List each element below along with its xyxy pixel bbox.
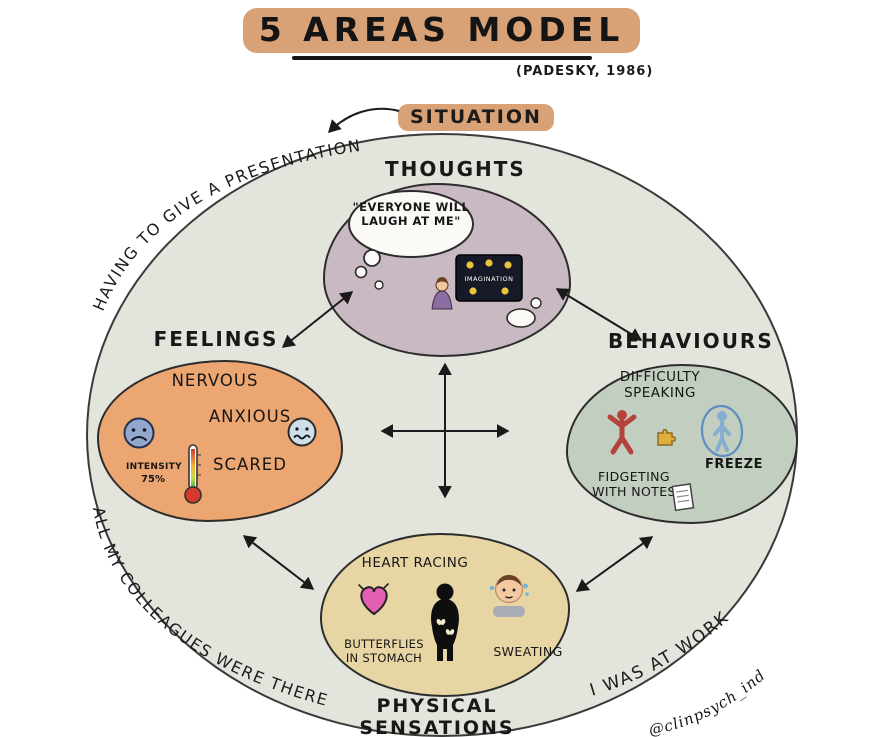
imagination-screen-label: IMAGINATION [465, 275, 514, 283]
fidgeting-person-icon [603, 408, 641, 460]
imagination-screen: IMAGINATION [428, 253, 528, 319]
sweating-face-icon [487, 568, 531, 622]
behaviours-item-freeze: FREEZE [705, 457, 763, 472]
page-title: 5 AREAS MODEL [0, 8, 883, 60]
sad-face-icon [122, 416, 156, 454]
imagination-screen-graphic: IMAGINATION [431, 254, 523, 310]
thought-bubble-text: "EVERYONE WILL LAUGH AT ME" [352, 200, 470, 228]
behaviours-item-fidgeting-with-notes: FIDGETING WITH NOTES [592, 469, 676, 499]
situation-arrow [328, 107, 400, 133]
subtitle: (PADESKY, 1986) [516, 64, 654, 79]
butterflies-silhouette-icon [418, 582, 472, 670]
physical-item-sweating: SWEATING [493, 644, 563, 659]
feelings-item-scared: SCARED [213, 455, 287, 474]
feelings-label: FEELINGS [153, 327, 279, 351]
title-underline [291, 56, 592, 60]
credit-handle: @clinpsych_ind [647, 666, 769, 737]
intensity-label: INTENSITY [126, 462, 182, 472]
feelings-item-nervous: NERVOUS [171, 371, 259, 390]
thermometer-icon [180, 441, 206, 509]
physical-sensations-label: PHYSICAL SENSATIONS [359, 695, 515, 737]
intensity-value: 75% [141, 474, 165, 485]
presenter-icon [431, 277, 453, 310]
notes-icon [670, 482, 698, 518]
behaviours-item-difficulty-speaking: DIFFICULTY SPEAKING [619, 369, 701, 401]
title-text: 5 AREAS MODEL [242, 8, 641, 53]
feelings-item-anxious: ANXIOUS [208, 407, 292, 426]
worried-face-icon [286, 416, 318, 452]
physical-item-heart-racing: HEART RACING [361, 555, 469, 571]
freeze-person-icon [698, 403, 746, 463]
behaviours-label: BEHAVIOURS [608, 329, 774, 353]
thoughts-label: THOUGHTS [385, 157, 526, 181]
situation-label: SITUATION [398, 104, 554, 131]
physical-item-butterflies: BUTTERFLIES IN STOMACH [344, 637, 424, 665]
heart-icon [353, 579, 395, 625]
puzzle-piece-icon [655, 424, 679, 452]
